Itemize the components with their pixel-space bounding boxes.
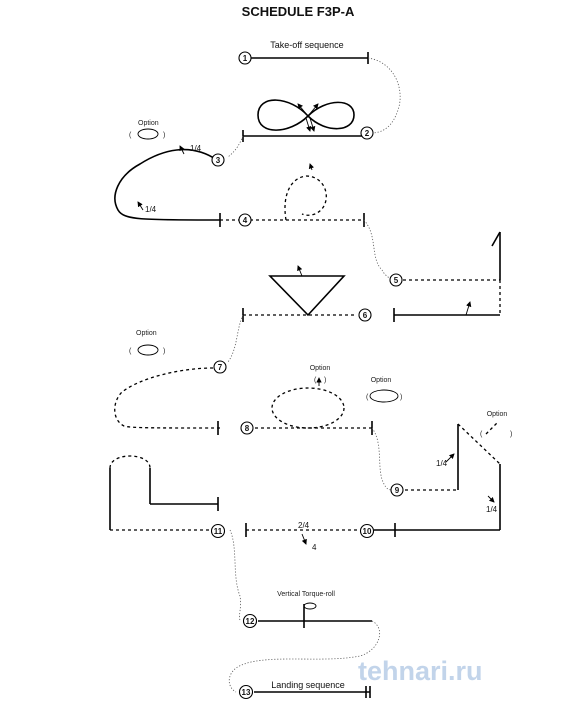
- figure-6-triangle: [242, 265, 501, 322]
- figure-12-torque-roll: Vertical Torque-roll: [228, 591, 381, 693]
- quarter-roll-label: 1/4: [436, 459, 448, 468]
- step-5-marker: 5: [389, 273, 403, 287]
- torque-roll-label: Vertical Torque-roll: [277, 591, 335, 598]
- svg-text:9: 9: [395, 486, 400, 495]
- svg-text:7: 7: [218, 363, 223, 372]
- step-11-marker: 11: [210, 523, 226, 539]
- step-7-marker: 7: [213, 360, 227, 374]
- takeoff-label: Take-off sequence: [270, 40, 343, 50]
- svg-text:): ): [510, 431, 512, 438]
- option-label: Option: [310, 365, 331, 372]
- svg-text:3: 3: [216, 156, 221, 165]
- figure-10-roll: 2/4 4: [245, 521, 500, 552]
- figure-13-landing: Landing sequence: [254, 680, 371, 698]
- quarter-roll-label: 1/4: [145, 205, 157, 214]
- figure-11-shark: [109, 455, 219, 531]
- step-12-marker: 12: [242, 613, 258, 629]
- step-10-marker: 10: [359, 523, 375, 539]
- svg-text:): ): [400, 394, 402, 401]
- svg-text:(: (: [480, 431, 483, 438]
- figure-3-half-loop: 1/4 1/4 Option ( ): [114, 120, 221, 227]
- option-label: Option: [136, 330, 157, 337]
- page-title: SCHEDULE F3P-A: [242, 4, 355, 19]
- svg-text:(: (: [314, 377, 317, 384]
- step-8-marker: 8: [240, 421, 254, 435]
- step-9-marker: 9: [390, 483, 404, 497]
- svg-text:(: (: [129, 348, 132, 355]
- svg-text:): ): [163, 132, 165, 139]
- svg-text:11: 11: [214, 527, 223, 536]
- figure-5-vertical: [403, 231, 501, 281]
- figure-7-half-loop: Option ( ): [114, 330, 221, 429]
- quarter-roll-label: 1/4: [190, 144, 202, 153]
- figure-2-horizontal-eight: [242, 99, 367, 142]
- figure-9-stall-turn: 1/4 1/4 Option ( ): [405, 411, 512, 530]
- svg-text:10: 10: [363, 527, 372, 536]
- svg-text:4: 4: [243, 216, 248, 225]
- svg-text:(: (: [366, 394, 369, 401]
- svg-text:6: 6: [363, 311, 368, 320]
- two-quarter-label: 2/4: [298, 521, 310, 530]
- svg-text:5: 5: [394, 276, 399, 285]
- step-6-marker: 6: [358, 308, 372, 322]
- step-2-marker: 2: [360, 126, 374, 140]
- figure-1-takeoff: Take-off sequence: [251, 40, 401, 134]
- step-13-marker: 13: [238, 684, 254, 700]
- svg-text:8: 8: [245, 424, 250, 433]
- option-label: Option: [487, 411, 508, 418]
- option-label: Option: [138, 120, 159, 127]
- svg-text:1: 1: [243, 54, 248, 63]
- landing-label: Landing sequence: [271, 680, 345, 690]
- svg-text:12: 12: [246, 617, 255, 626]
- watermark-text: tehnari.ru: [358, 656, 483, 686]
- quarter-roll-label: 1/4: [486, 505, 498, 514]
- step-3-marker: 3: [211, 153, 225, 167]
- svg-text:2: 2: [365, 129, 370, 138]
- option-label: Option: [371, 377, 392, 384]
- step-4-marker: 4: [238, 213, 252, 227]
- svg-text:): ): [163, 348, 165, 355]
- svg-text:): ): [324, 377, 326, 384]
- step-1-marker: 1: [238, 51, 252, 65]
- svg-text:13: 13: [242, 688, 251, 697]
- four-label: 4: [312, 543, 317, 552]
- svg-text:(: (: [129, 132, 132, 139]
